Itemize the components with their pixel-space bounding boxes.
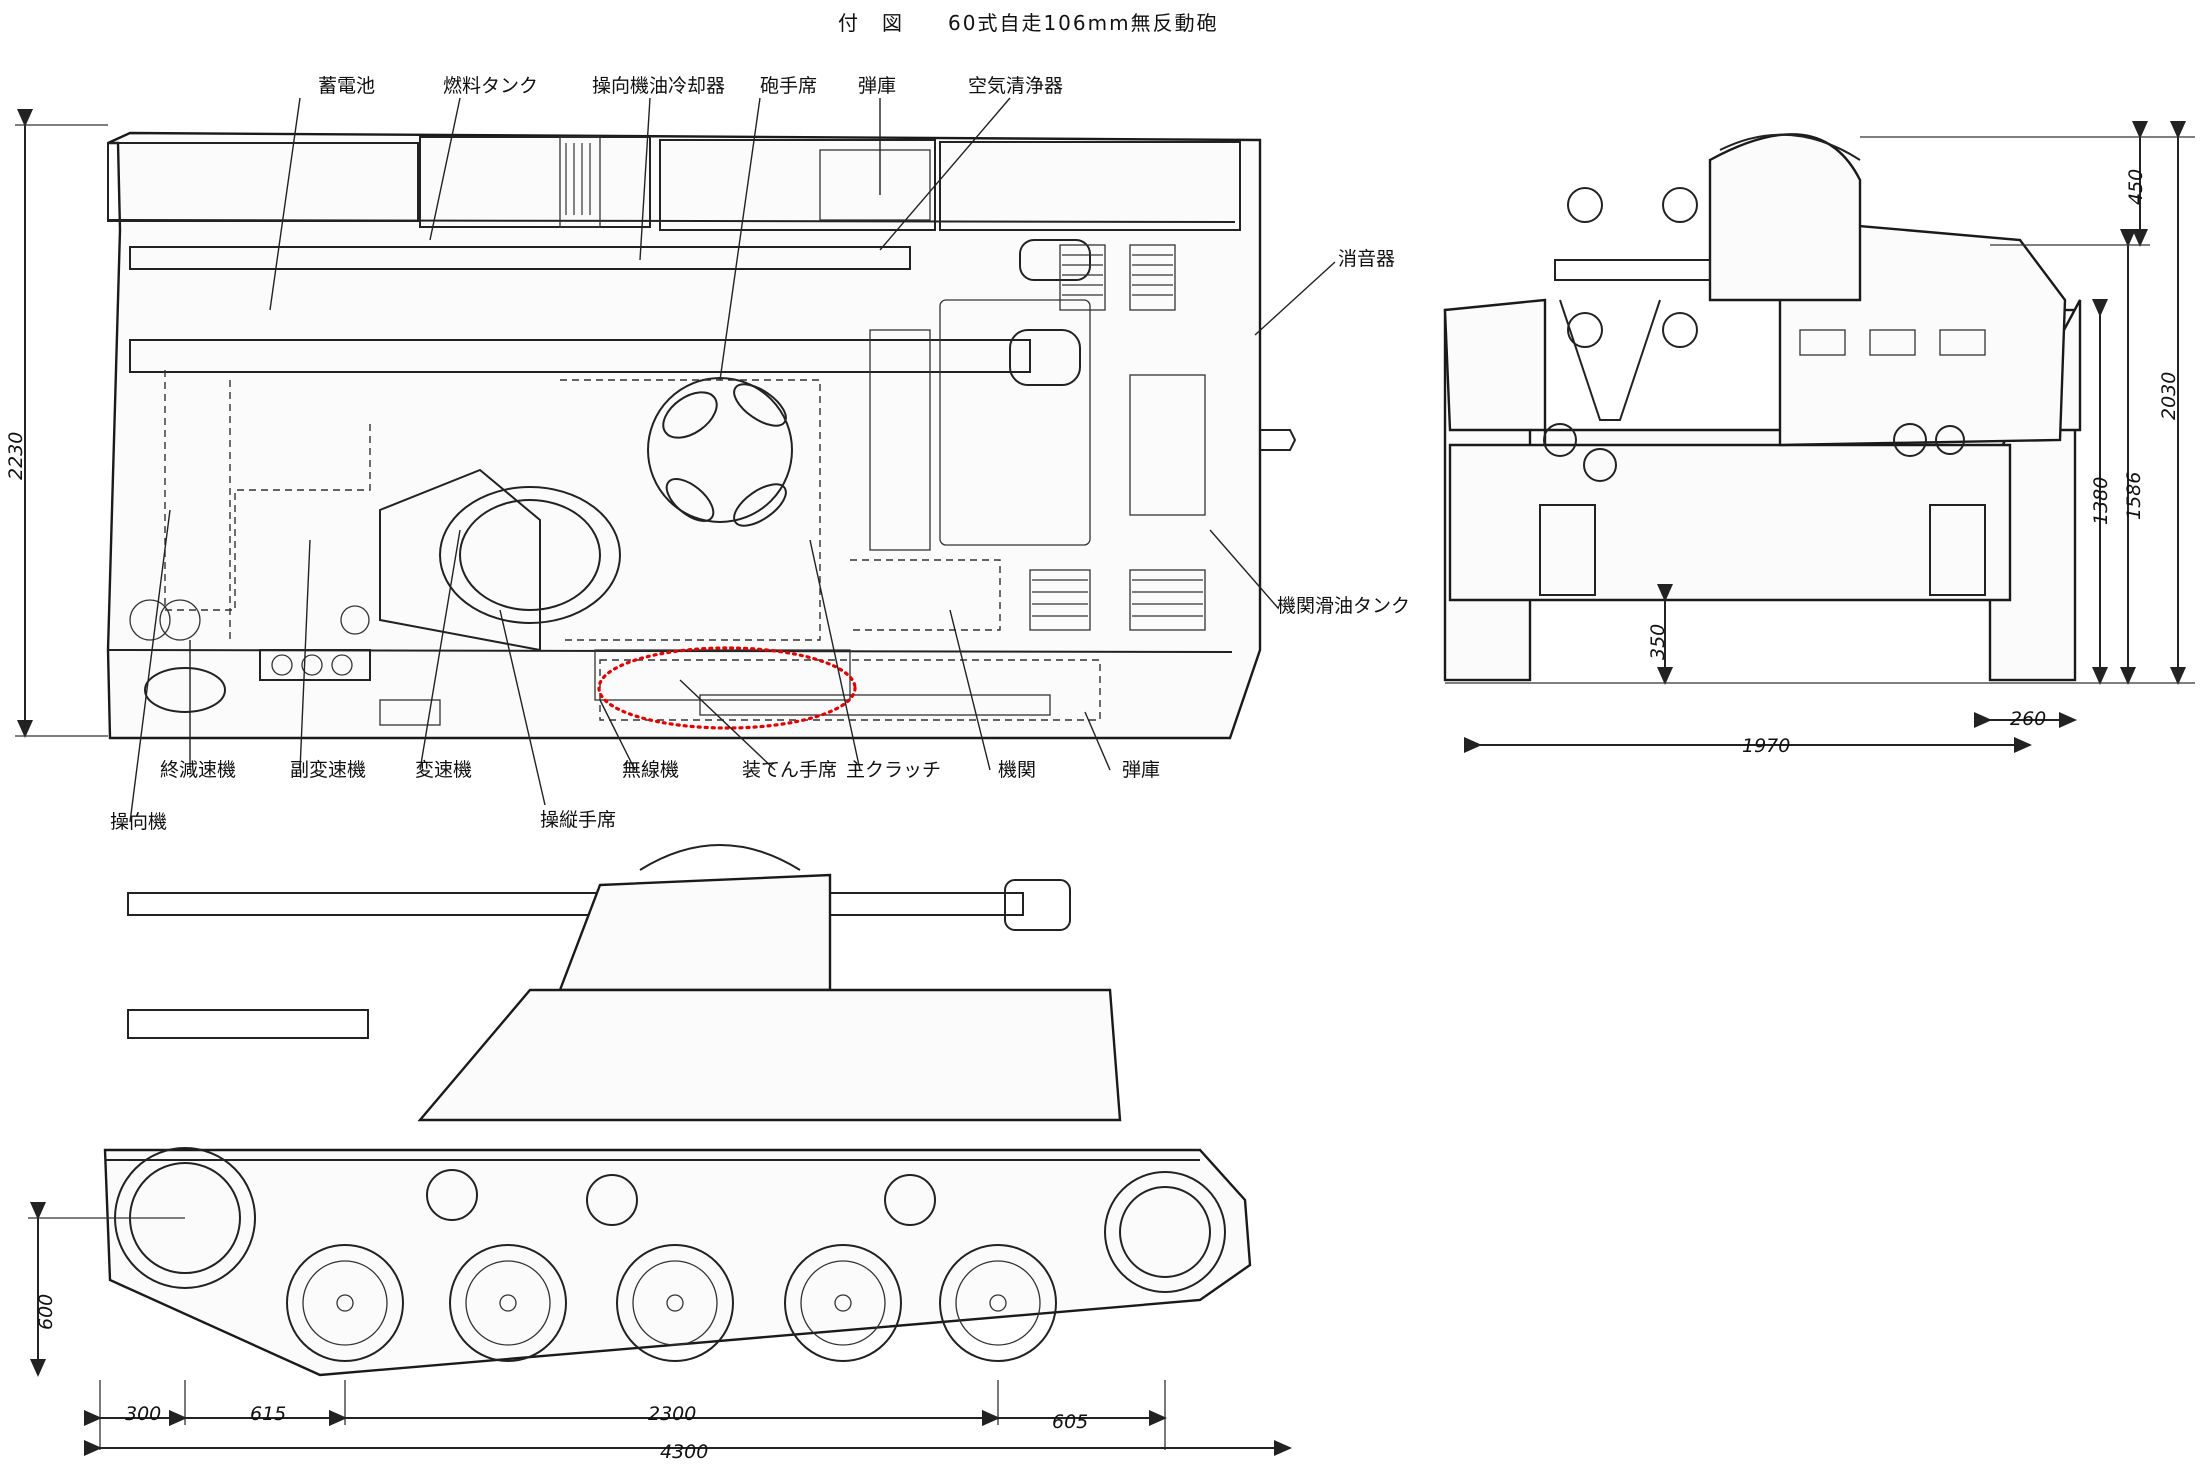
label-engine-oil-tank: 機関滑油タンク	[1277, 595, 1410, 617]
label-muffler: 消音器	[1338, 248, 1395, 270]
label-steering-unit: 操向機	[110, 811, 167, 833]
label-auxiliary-transmission: 副変速機	[290, 759, 366, 781]
label-loader-seat: 装てん手席	[742, 759, 837, 781]
label-ammo-rack-top: 弾庫	[858, 75, 896, 97]
dimension-rear-span: 605	[1052, 1411, 1088, 1433]
label-ammo-rack-bottom: 弾庫	[1122, 759, 1160, 781]
label-transmission: 変速機	[415, 759, 472, 781]
label-steering-oil-cooler: 操向機油冷却器	[592, 75, 725, 97]
label-fuel-tank: 燃料タンク	[443, 75, 538, 97]
dimension-track-width: 260	[2010, 708, 2046, 730]
dimension-ground-clearance: 350	[1647, 624, 1669, 660]
label-final-drive: 終減速機	[160, 759, 236, 781]
label-battery: 蓄電池	[318, 75, 375, 97]
label-engine: 機関	[998, 759, 1036, 781]
label-gunner-seat: 砲手席	[760, 75, 817, 97]
side-view: 600 300 615 2300 605 4300	[28, 844, 1292, 1463]
dimension-turret-height: 450	[2125, 169, 2147, 205]
dimension-fender-height: 1380	[2090, 477, 2112, 525]
dimension-total-height: 2030	[2158, 372, 2180, 420]
road-wheels	[286, 1244, 1057, 1362]
dimension-front-offset: 300	[125, 1403, 161, 1425]
drawing-title: 付 図 60式自走106mm無反動砲	[838, 11, 1219, 35]
label-main-clutch: 主クラッチ	[846, 759, 941, 781]
dimension-center-span: 2300	[648, 1403, 696, 1425]
plan-view: 蓄電池 燃料タンク 操向機油冷却器 砲手席 弾庫 空気清浄器 消音器 機関滑油タ…	[5, 75, 1410, 833]
label-radio: 無線機	[622, 759, 679, 781]
dimension-sprocket-height: 600	[35, 1294, 57, 1330]
dimension-overall-width: 1970	[1742, 735, 1790, 757]
dimension-hull-height: 1586	[2123, 472, 2145, 520]
front-view: 450 2030 1586 1380 350 260 1970	[1443, 121, 2195, 757]
dimension-plan-width: 2230	[5, 432, 27, 480]
highlight-circle	[597, 646, 857, 730]
dimension-overall-length: 4300	[660, 1441, 708, 1463]
dimension-first-span: 615	[250, 1403, 286, 1425]
label-driver-seat: 操縦手席	[540, 809, 616, 831]
label-air-cleaner: 空気清浄器	[968, 75, 1063, 97]
